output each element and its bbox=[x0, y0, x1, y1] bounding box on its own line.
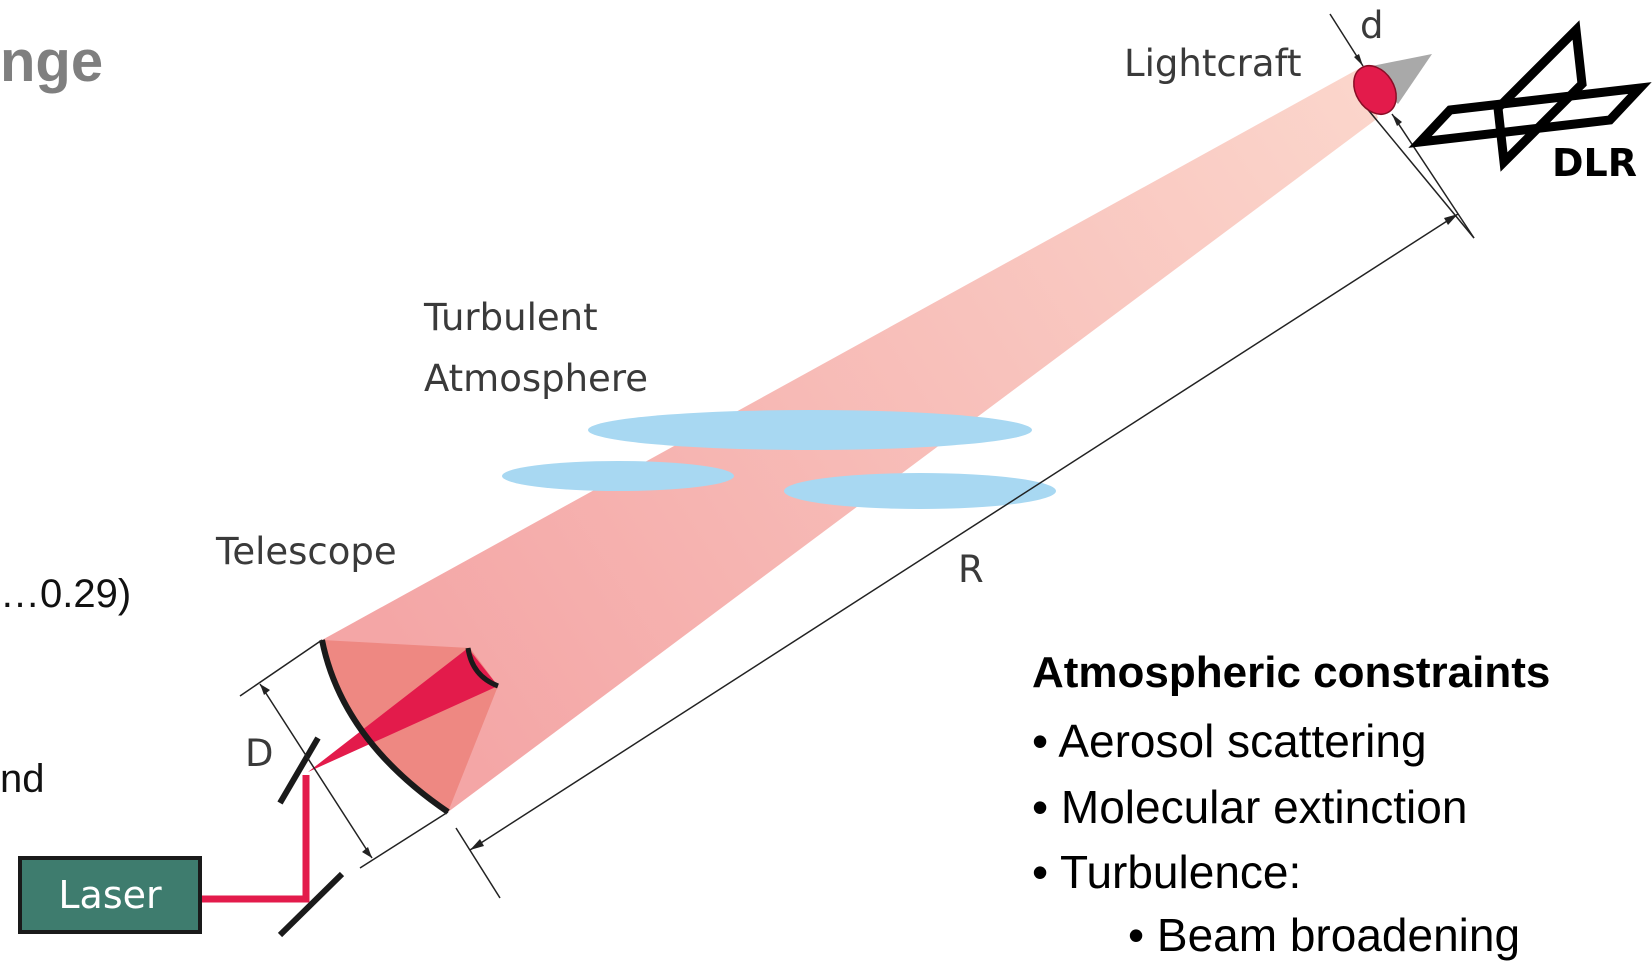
arrowhead bbox=[1392, 114, 1402, 126]
atmosphere-label: Atmosphere bbox=[424, 357, 648, 400]
arrowhead bbox=[470, 839, 484, 850]
turbulent-label: Turbulent bbox=[424, 296, 598, 339]
laser-label: Laser bbox=[58, 873, 162, 917]
primary-mirror bbox=[319, 639, 450, 815]
constraint-item: • Turbulence: bbox=[1032, 846, 1302, 898]
constraint-subitem: • Beam broadening bbox=[1128, 909, 1521, 961]
page-title: nge bbox=[0, 29, 104, 94]
arrowhead bbox=[260, 684, 270, 695]
fold-mirror bbox=[277, 736, 321, 805]
arrowhead bbox=[362, 847, 372, 858]
dimension-extension bbox=[1391, 113, 1475, 239]
laser-source: Laser bbox=[18, 856, 202, 934]
constraint-item: • Molecular extinction bbox=[1032, 781, 1468, 833]
left-text-fragment: nd bbox=[0, 757, 45, 801]
lightcraft-cone bbox=[1362, 54, 1432, 104]
dimension-extension bbox=[455, 827, 501, 899]
secondary-mirror bbox=[465, 647, 499, 689]
internal-laser-beam bbox=[308, 648, 498, 772]
left-text-fragment: …0.29) bbox=[0, 572, 132, 616]
lightcraft-body bbox=[1353, 65, 1397, 115]
turbulence-cloud bbox=[588, 410, 1032, 450]
lightcraft-label: Lightcraft bbox=[1124, 42, 1302, 85]
aperture-dimension-line bbox=[259, 683, 373, 859]
dimension-extension bbox=[359, 811, 449, 869]
dlr-logo-text: DLR bbox=[1552, 141, 1637, 185]
range-dimension-line bbox=[469, 213, 1459, 851]
constraint-item: • Aerosol scattering bbox=[1032, 715, 1427, 767]
dimension-extension bbox=[1359, 99, 1475, 239]
laser-path bbox=[202, 775, 310, 903]
constraints-title: Atmospheric constraints bbox=[1032, 648, 1551, 697]
aperture-label: D bbox=[245, 732, 274, 775]
arrowhead bbox=[1354, 54, 1363, 66]
range-label: R bbox=[958, 548, 984, 591]
turbulence-cloud bbox=[502, 461, 734, 491]
telescope-label: Telescope bbox=[216, 530, 397, 573]
arrowhead bbox=[1444, 214, 1458, 225]
dimension-extension bbox=[239, 639, 323, 697]
dlr-logo bbox=[1408, 20, 1652, 172]
d-label: d bbox=[1360, 4, 1384, 47]
optical-diagram: DLR bbox=[202, 13, 1652, 938]
turbulence-cloud bbox=[784, 473, 1056, 509]
fold-mirror bbox=[277, 871, 345, 938]
